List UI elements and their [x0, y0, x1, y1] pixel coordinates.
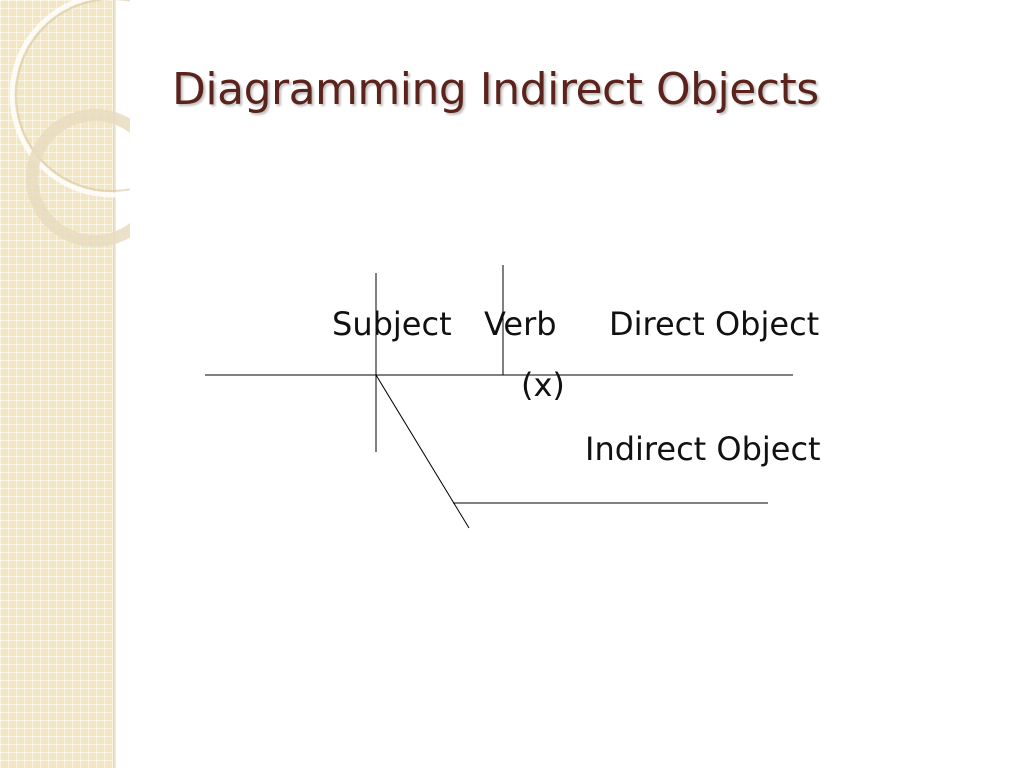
ring-small: [26, 109, 130, 247]
decorative-rings: [9, 0, 130, 247]
understood-preposition-label: (x): [521, 366, 565, 404]
verb-label: Verb: [484, 305, 557, 343]
preposition-slant-line: [375, 374, 470, 529]
indirect-object-label: Indirect Object: [585, 430, 821, 468]
subject-label: Subject: [332, 305, 452, 343]
ring-large-shade: [15, 0, 130, 192]
slide-title: Diagramming Indirect Objects: [172, 64, 819, 115]
sidebar-edge: [113, 0, 116, 768]
ring-large: [9, 0, 130, 198]
direct-object-label: Direct Object: [609, 305, 820, 343]
